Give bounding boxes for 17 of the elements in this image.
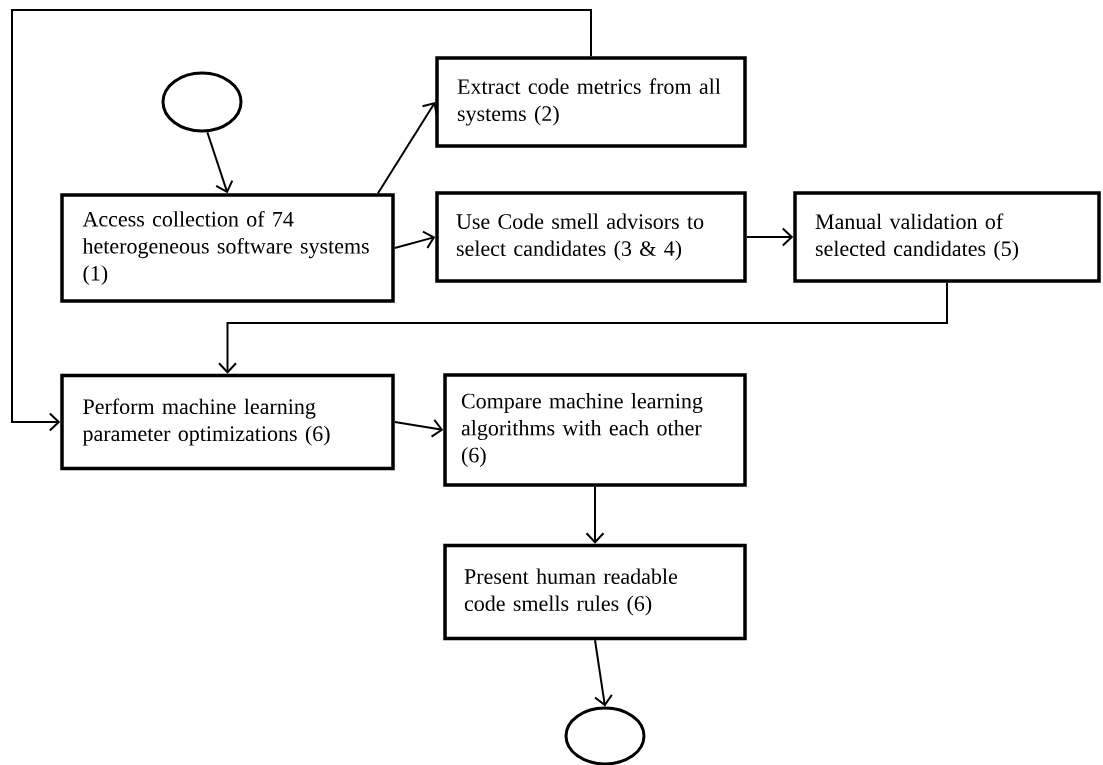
terminal-ellipse xyxy=(161,71,243,133)
arrow xyxy=(393,230,436,249)
arrow xyxy=(218,281,948,374)
process-box: Extract code metrics from all systems (2) xyxy=(435,56,747,148)
arrow xyxy=(393,418,444,438)
arrow xyxy=(594,639,613,707)
process-box: Access collection of 74 heterogeneous software systems (1) xyxy=(60,193,395,303)
arrow xyxy=(11,9,592,432)
arrow xyxy=(585,485,605,544)
process-box: Present human readable code smells rules (6) xyxy=(443,543,747,641)
process-box: Perform machine learning parameter optimizations (6) xyxy=(60,373,395,471)
arrow xyxy=(206,131,234,194)
process-box: Compare machine learning algorithms with each other (6) xyxy=(443,373,747,487)
arrow xyxy=(377,102,438,195)
arrow xyxy=(745,227,794,247)
process-box: Manual validation of selected candidates (5) xyxy=(793,191,1101,283)
process-box: Use Code smell advisors to select candidates (3 & 4) xyxy=(435,191,747,283)
